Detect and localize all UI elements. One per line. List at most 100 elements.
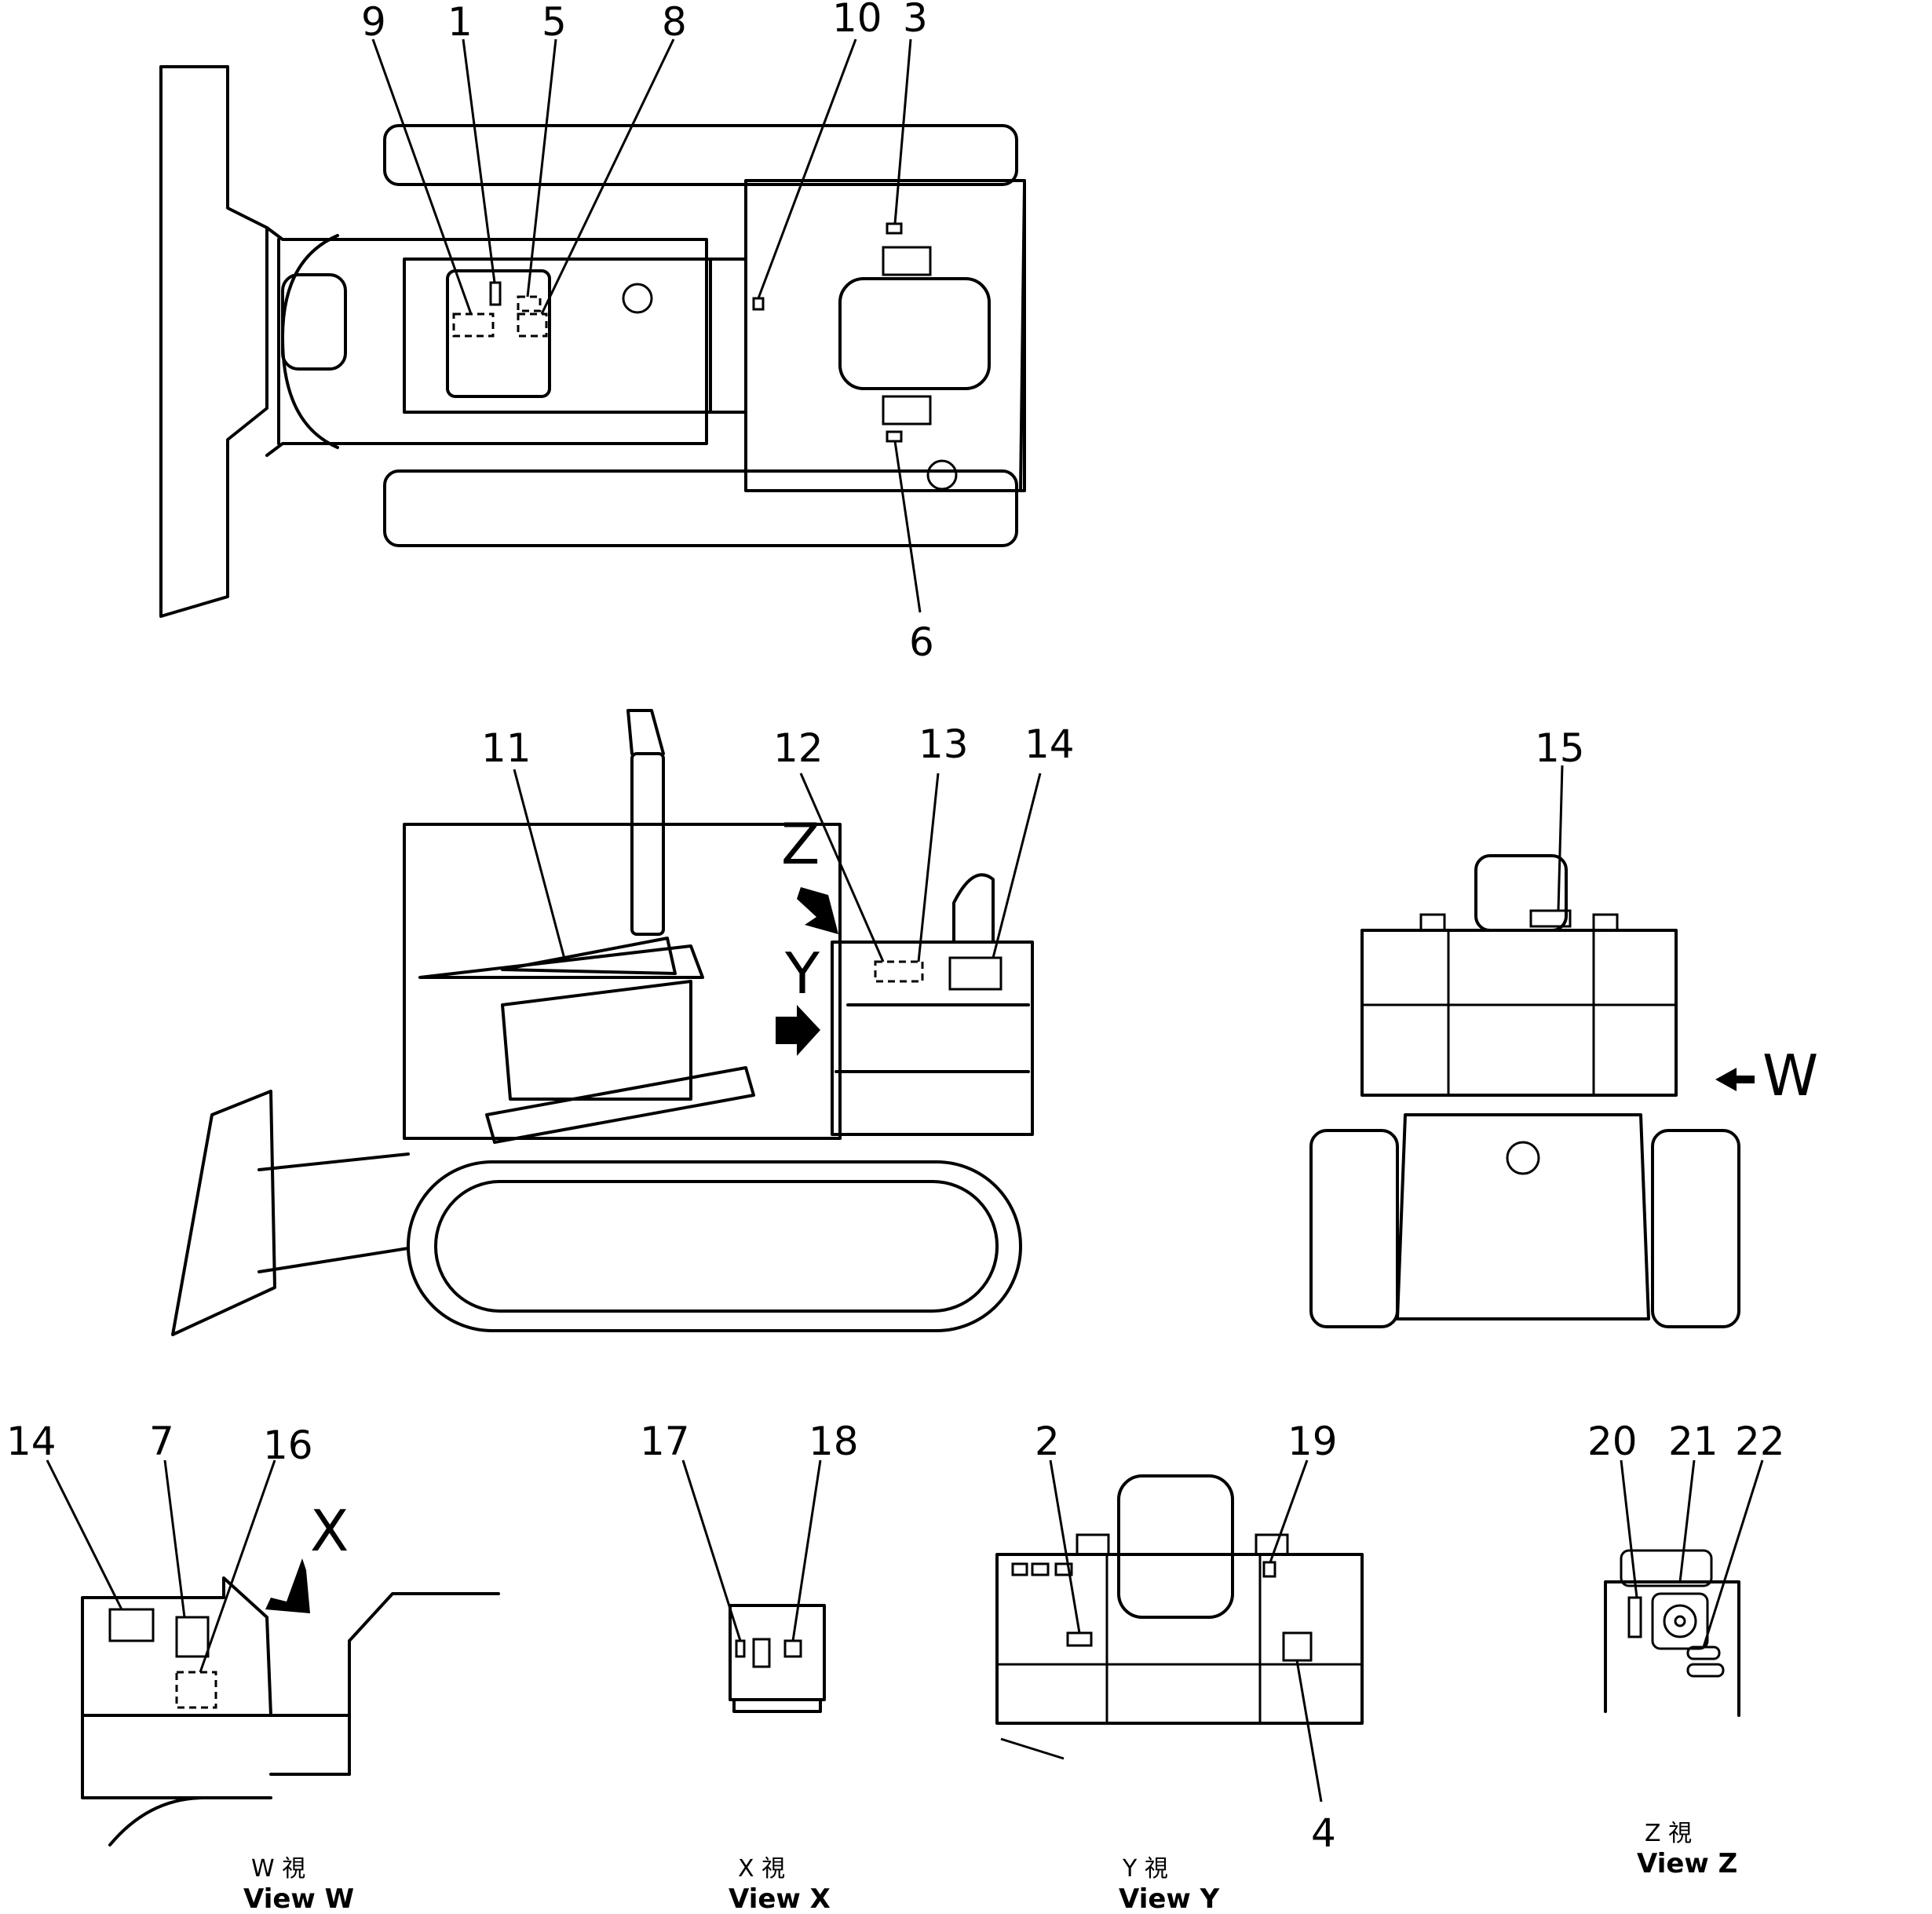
vy-post-left [1076, 1533, 1110, 1556]
caption-w-kanji: W 視 [251, 1855, 305, 1883]
callout-1: 1 [447, 0, 473, 45]
vz-steering-hub [1674, 1615, 1686, 1627]
view-y: 2 19 4 Y 視 View Y [995, 1419, 1364, 1914]
callout-16: 16 [263, 1423, 313, 1468]
vx-leader-18 [791, 1459, 822, 1642]
side-push-arm-lower [257, 1247, 410, 1273]
top-track-lower [383, 469, 1018, 547]
rear-post-right [1592, 913, 1619, 932]
vw-label-7 [175, 1616, 210, 1658]
caption-y-kanji: Y 視 [1122, 1855, 1168, 1883]
top-hood [403, 258, 712, 414]
top-leader-8 [540, 38, 675, 315]
callout-6: 6 [909, 619, 934, 665]
view-arrow-y [776, 1005, 820, 1056]
vz-pedal [1686, 1663, 1725, 1678]
top-seat [838, 277, 991, 390]
side-exhaust [630, 752, 665, 936]
caption-x-kanji: X 視 [738, 1855, 785, 1883]
vz-leader-22 [1702, 1459, 1764, 1648]
vw-label-16 [175, 1671, 217, 1709]
callout-22: 22 [1735, 1419, 1785, 1464]
vz-steering [1663, 1604, 1697, 1638]
vw-leader-7 [163, 1459, 186, 1618]
top-leader-5 [526, 38, 557, 298]
view-arrow-z-label: Z [781, 811, 820, 877]
top-leader-1 [462, 38, 496, 283]
side-leader-11 [513, 769, 567, 962]
vy-leader-4 [1295, 1660, 1323, 1803]
top-front-arc [281, 234, 339, 449]
side-hood-top [418, 944, 704, 979]
side-push-arm-upper [257, 1152, 410, 1171]
vx-label-18 [783, 1639, 802, 1658]
top-cap [622, 283, 653, 314]
vy-seat [1117, 1474, 1234, 1619]
vz-handle [1620, 1549, 1713, 1587]
vw-step [269, 1714, 351, 1776]
caption-y: View Y [1119, 1883, 1220, 1914]
rear-frame [1396, 1113, 1650, 1320]
top-hood-panel [446, 269, 551, 398]
side-leader-12 [799, 773, 885, 962]
callout-20: 20 [1587, 1419, 1638, 1464]
top-leader-6 [893, 440, 922, 613]
caption-w: View W [243, 1883, 354, 1914]
callout-8: 8 [662, 0, 687, 45]
top-track-upper [383, 124, 1018, 186]
rear-track-left [1309, 1129, 1399, 1328]
top-leader-9 [371, 38, 473, 315]
vy-gauge-2 [1031, 1562, 1050, 1576]
top-label-9 [452, 312, 495, 338]
side-label-12-13 [874, 960, 924, 983]
vy-post-right [1255, 1533, 1289, 1556]
top-nose [281, 273, 347, 371]
view-arrow-y-label: Y [784, 941, 820, 1006]
top-label-1 [489, 281, 502, 306]
rear-label-15 [1529, 909, 1572, 928]
side-lift-cylinder [485, 1066, 755, 1144]
vz-leader-20 [1620, 1459, 1638, 1598]
rear-seat [1474, 854, 1568, 932]
vy-leader-19 [1269, 1459, 1309, 1563]
top-label-6 [886, 430, 903, 443]
vz-label-20 [1627, 1596, 1642, 1638]
callout-4: 4 [1311, 1810, 1336, 1856]
vy-leader-2 [1049, 1459, 1081, 1634]
rear-post-left [1419, 913, 1446, 932]
vy-gauge-3 [1054, 1562, 1073, 1576]
view-arrow-x-label: X [310, 1498, 349, 1564]
vy-label-4 [1282, 1631, 1313, 1662]
side-track-inner [434, 1180, 999, 1313]
callout-7: 7 [149, 1419, 174, 1464]
view-w: 14 7 16 X W 視 View W [6, 1419, 500, 1914]
top-dash [705, 258, 747, 414]
top-step-upper [882, 246, 932, 276]
top-bolt [926, 459, 958, 491]
view-arrow-x [265, 1558, 310, 1613]
vw-hood [348, 1592, 500, 1776]
callout-12: 12 [773, 725, 824, 771]
vw-leader-14 [46, 1459, 123, 1610]
top-frame [265, 226, 708, 457]
callout-5: 5 [542, 0, 567, 45]
callout-21: 21 [1668, 1419, 1718, 1464]
rear-leader-15 [1557, 765, 1564, 911]
vx-base [732, 1698, 822, 1713]
vx-knob [752, 1638, 771, 1668]
top-label-3 [886, 222, 903, 235]
caption-x: View X [729, 1883, 831, 1914]
vw-leader-16 [199, 1459, 276, 1673]
vx-leader-17 [681, 1459, 742, 1642]
callout-19: 19 [1287, 1419, 1338, 1464]
top-blade [159, 65, 268, 618]
vw-fender [108, 1796, 206, 1846]
side-cab [831, 941, 1034, 1136]
callout-2: 2 [1035, 1419, 1060, 1464]
view-arrow-w [1715, 1068, 1755, 1091]
view-z: 20 21 22 Z 視 View Z [1587, 1419, 1785, 1879]
rear-hitch [1506, 1141, 1540, 1175]
top-leader-3 [893, 38, 912, 225]
top-label-10 [752, 297, 765, 311]
